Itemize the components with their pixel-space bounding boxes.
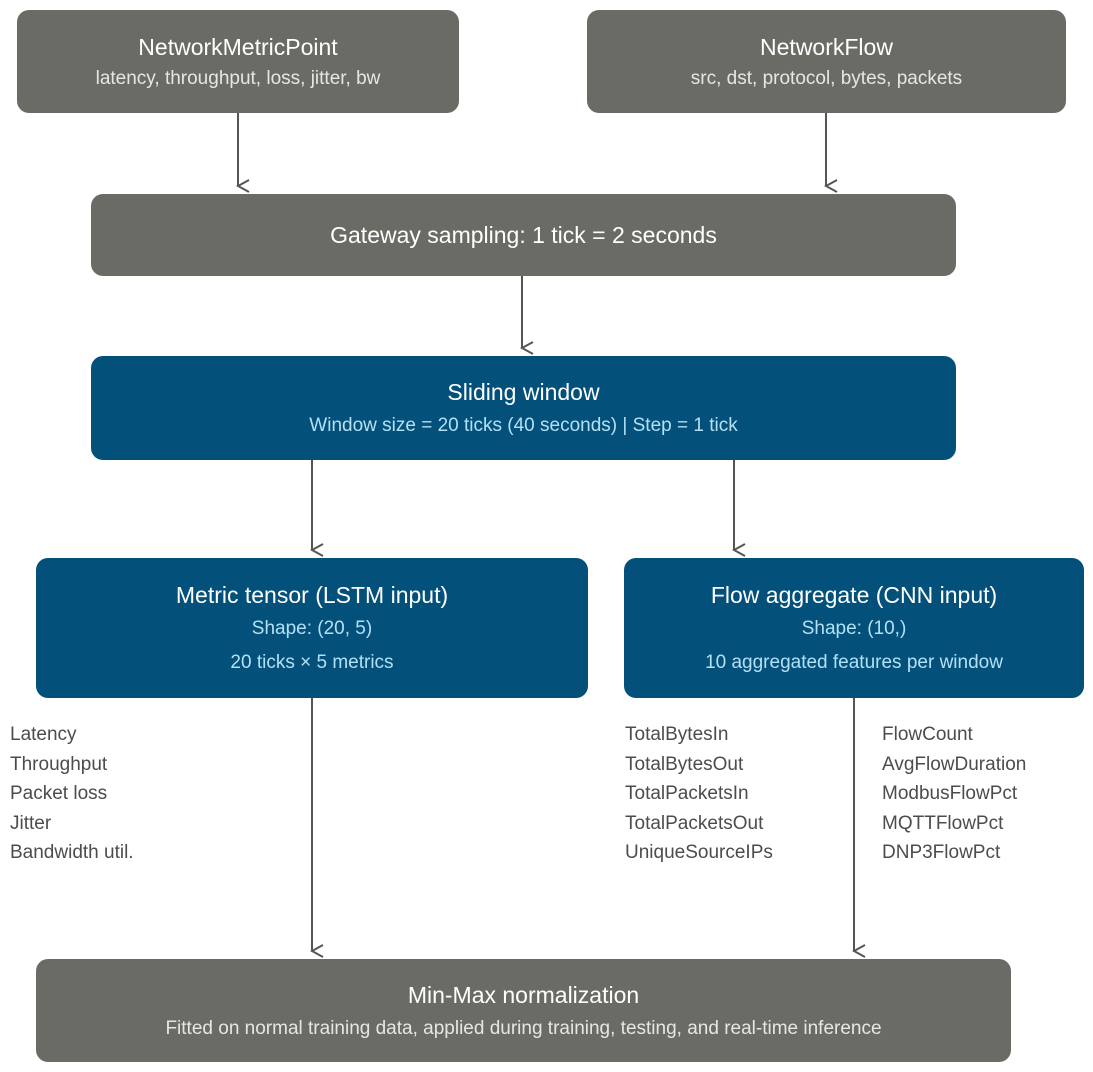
node-subtitle: Fitted on normal training data, applied … xyxy=(165,1017,882,1039)
node-description: 20 ticks × 5 metrics xyxy=(230,652,394,673)
node-title: Gateway sampling: 1 tick = 2 seconds xyxy=(330,222,717,248)
list-item: Throughput xyxy=(10,753,108,775)
network-metric-point-node: NetworkMetricPoint latency, throughput, … xyxy=(17,10,459,113)
list-item: AvgFlowDuration xyxy=(882,753,1027,775)
flow-feature-list-left: TotalBytesIn TotalBytesOut TotalPacketsI… xyxy=(625,720,773,868)
list-item: Latency xyxy=(10,724,77,745)
list-item: TotalPacketsIn xyxy=(625,783,749,804)
node-title: NetworkFlow xyxy=(760,33,893,60)
normalization-node: Min-Max normalization Fitted on normal t… xyxy=(36,959,1011,1062)
list-item: MQTTFlowPct xyxy=(882,812,1004,834)
node-subtitle: Window size = 20 ticks (40 seconds) | St… xyxy=(309,415,738,436)
node-subtitle: src, dst, protocol, bytes, packets xyxy=(690,67,963,89)
node-title: Metric tensor (LSTM input) xyxy=(175,582,449,608)
list-item: ModbusFlowPct xyxy=(882,783,1018,804)
list-item: Packet loss xyxy=(10,783,108,804)
flow-feature-list-right: FlowCount AvgFlowDuration ModbusFlowPct … xyxy=(882,720,1026,868)
sliding-window-node: Sliding window Window size = 20 ticks (4… xyxy=(91,356,956,460)
node-description: 10 aggregated features per window xyxy=(705,652,1003,673)
metric-feature-list: Latency Throughput Packet loss Jitter Ba… xyxy=(10,720,134,868)
list-item: Bandwidth util. xyxy=(10,842,134,863)
metric-tensor-node: Metric tensor (LSTM input) Shape: (20, 5… xyxy=(36,558,588,698)
list-item: UniqueSourceIPs xyxy=(625,842,773,863)
node-title: Sliding window xyxy=(447,379,600,405)
node-shape: Shape: (20, 5) xyxy=(251,618,373,639)
list-item: TotalPacketsOut xyxy=(625,812,764,834)
list-item: FlowCount xyxy=(882,724,973,745)
node-subtitle: latency, throughput, loss, jitter, bw xyxy=(95,67,381,89)
network-flow-node: NetworkFlow src, dst, protocol, bytes, p… xyxy=(587,10,1066,113)
node-title: Flow aggregate (CNN input) xyxy=(710,582,998,608)
flow-aggregate-node: Flow aggregate (CNN input) Shape: (10,) … xyxy=(624,558,1084,698)
node-shape: Shape: (10,) xyxy=(801,618,907,639)
list-item: TotalBytesOut xyxy=(625,753,744,775)
list-item: Jitter xyxy=(10,812,52,834)
gateway-sampling-node: Gateway sampling: 1 tick = 2 seconds xyxy=(91,194,956,276)
node-title: NetworkMetricPoint xyxy=(138,33,338,60)
list-item: DNP3FlowPct xyxy=(882,842,1001,863)
node-title: Min-Max normalization xyxy=(407,981,640,1008)
list-item: TotalBytesIn xyxy=(625,724,729,745)
